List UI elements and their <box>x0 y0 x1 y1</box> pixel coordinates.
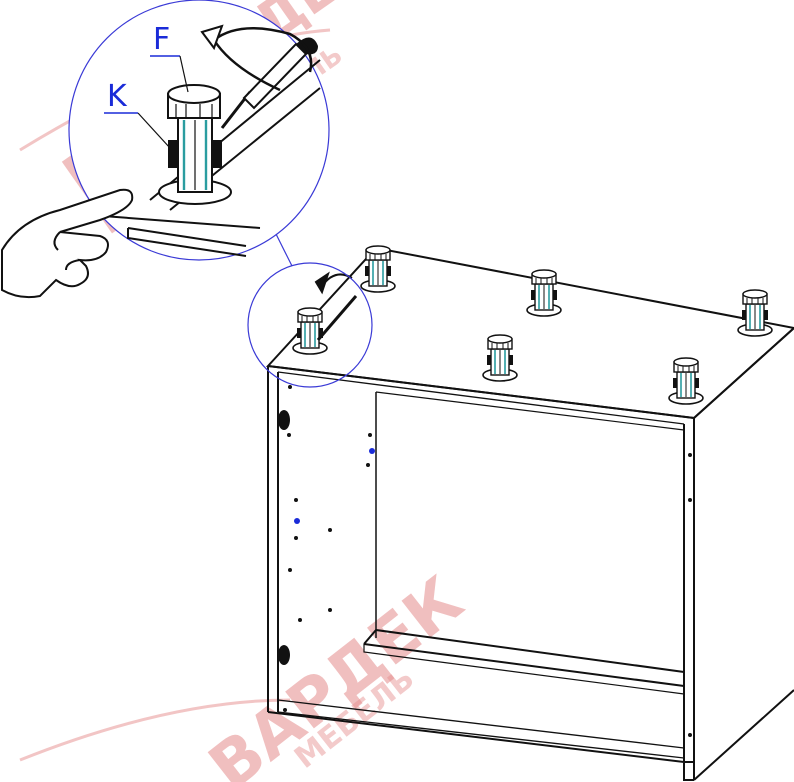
part-label-k: K <box>107 79 128 114</box>
curved-arrow-icon <box>200 24 313 92</box>
panel-hardware <box>278 385 692 737</box>
screwdriver-icon <box>220 37 318 129</box>
detail-callout-small <box>247 262 373 388</box>
leveling-foot-icon <box>737 289 773 337</box>
callout-leader <box>274 231 293 267</box>
screwdriver-icon <box>316 295 358 341</box>
pointing-hand-icon <box>1 188 134 299</box>
detail-callout-large: F K <box>68 0 330 261</box>
leveling-foot-icon <box>668 357 704 405</box>
cabinet-top-panel <box>265 246 794 420</box>
leveling-foot-icon <box>158 84 232 205</box>
cabinet-left-panel <box>267 366 279 712</box>
cabinet-bottom-shelf <box>363 629 685 687</box>
leveling-foot-icon <box>482 334 518 382</box>
cabinet-right-panel <box>683 327 794 781</box>
part-label-f: F <box>153 22 170 57</box>
cabinet <box>265 246 794 781</box>
leveling-foot-icon <box>360 245 396 293</box>
leveling-foot-icon <box>292 307 328 355</box>
leveling-foot-icon <box>526 269 562 317</box>
